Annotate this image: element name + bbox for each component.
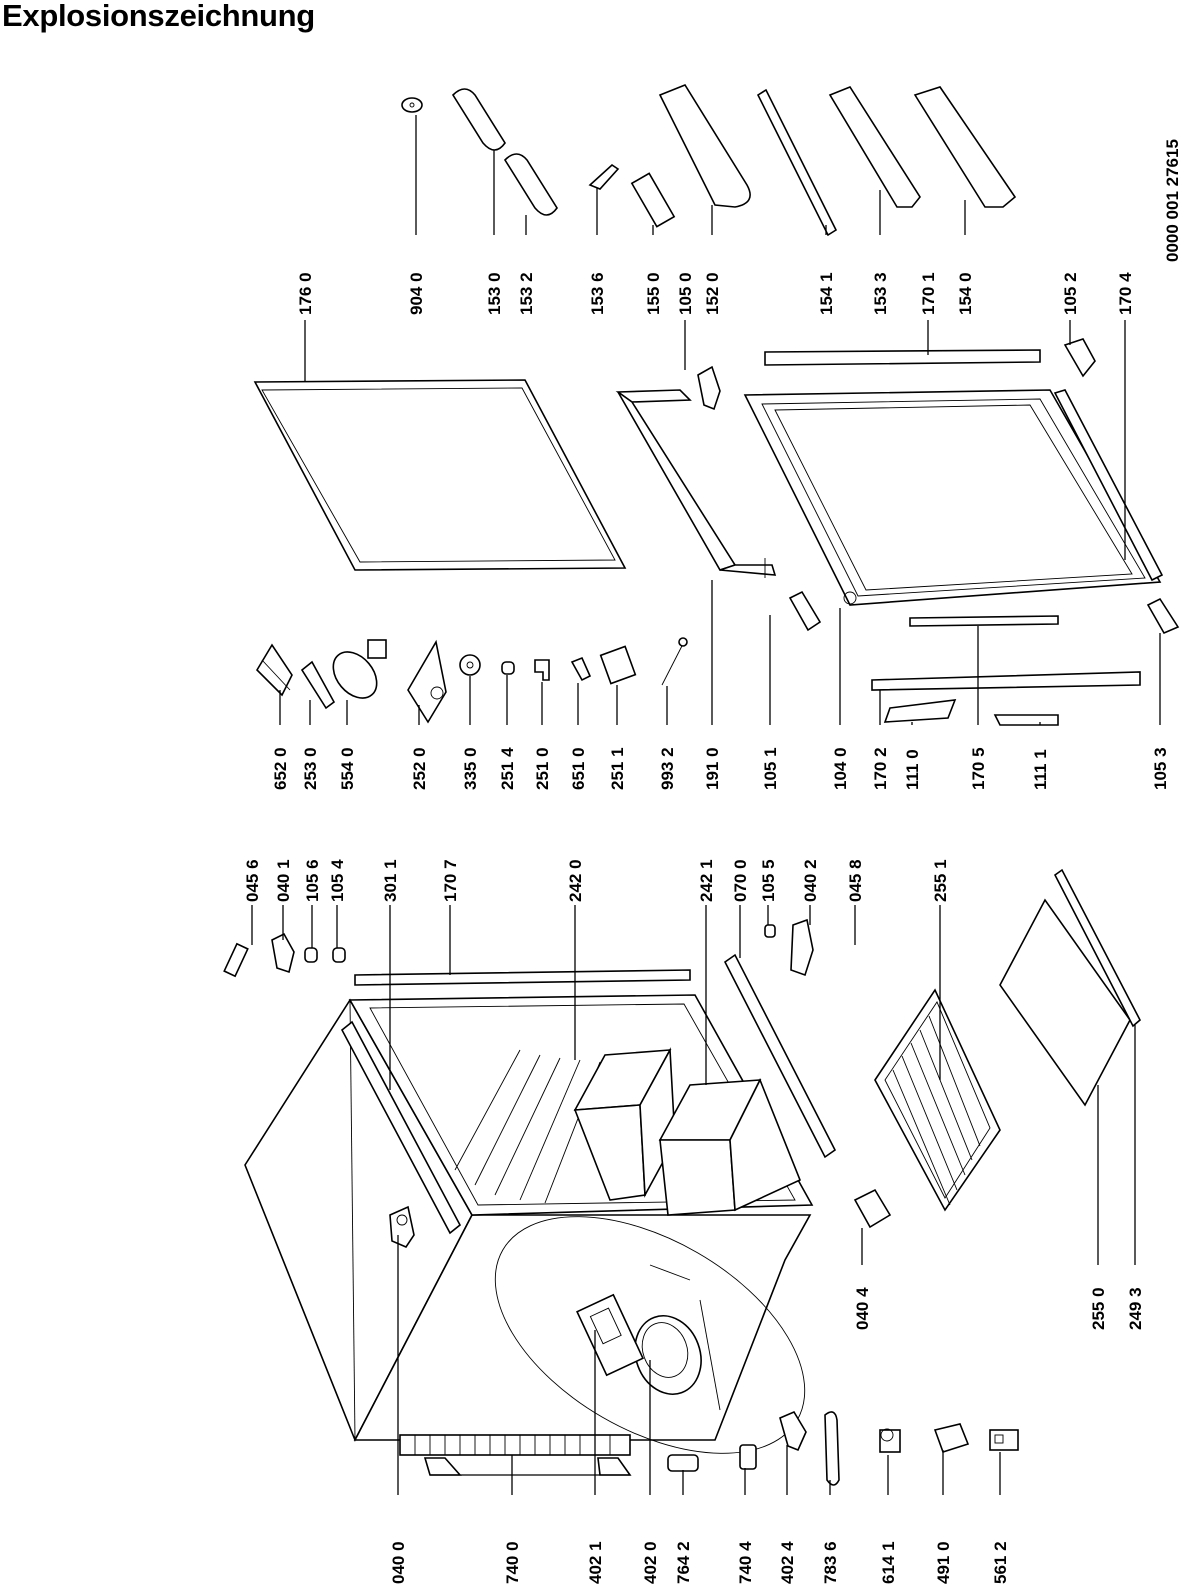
label-105-1: 105 1 xyxy=(761,747,780,790)
small-parts-top xyxy=(223,932,346,978)
label-153-0: 153 0 xyxy=(485,272,504,315)
label-153-3: 153 3 xyxy=(871,272,890,315)
label-652-0: 652 0 xyxy=(271,747,290,790)
label-255-0: 255 0 xyxy=(1089,1287,1108,1330)
label-251-4: 251 4 xyxy=(498,747,517,790)
document-number: 0000 001 27615 xyxy=(1163,139,1182,262)
label-402-4: 402 4 xyxy=(778,1541,797,1584)
label-153-6: 153 6 xyxy=(588,272,607,315)
label-170-1: 170 1 xyxy=(919,272,938,315)
label-154-1: 154 1 xyxy=(817,272,836,315)
door-bin-parts xyxy=(401,84,1017,237)
cover-strip xyxy=(354,969,691,986)
label-249-3: 249 3 xyxy=(1126,1287,1145,1330)
control-parts xyxy=(255,637,688,724)
label-040-1: 040 1 xyxy=(274,859,293,902)
page-title: Explosionszeichnung xyxy=(2,0,315,33)
label-105-6: 105 6 xyxy=(303,859,322,902)
label-740-4: 740 4 xyxy=(736,1541,755,1584)
label-155-0: 155 0 xyxy=(644,272,663,315)
label-170-7: 170 7 xyxy=(441,859,460,902)
label-152-0: 152 0 xyxy=(703,272,722,315)
door-rail-upper xyxy=(764,349,1041,366)
compressor xyxy=(576,1264,721,1411)
label-170-4: 170 4 xyxy=(1116,272,1135,315)
label-740-0: 740 0 xyxy=(503,1541,522,1584)
label-252-0: 252 0 xyxy=(410,747,429,790)
cabinet-body xyxy=(244,994,814,1454)
upper-hinge-parts xyxy=(764,918,814,977)
label-045-6: 045 6 xyxy=(243,859,262,902)
label-402-0: 402 0 xyxy=(641,1541,660,1584)
lower-rails xyxy=(871,615,1141,726)
label-045-8: 045 8 xyxy=(846,859,865,902)
label-561-2: 561 2 xyxy=(991,1541,1010,1584)
label-614-1: 614 1 xyxy=(879,1541,898,1584)
label-105-3: 105 3 xyxy=(1151,747,1170,790)
condenser xyxy=(399,1434,632,1476)
label-335-0: 335 0 xyxy=(461,747,480,790)
label-253-0: 253 0 xyxy=(301,747,320,790)
label-170-5: 170 5 xyxy=(969,747,988,790)
label-764-2: 764 2 xyxy=(674,1541,693,1584)
label-111-0: 111 0 xyxy=(903,749,922,790)
label-105-4: 105 4 xyxy=(328,859,347,902)
label-111-1: 111 1 xyxy=(1031,749,1050,790)
bottom-hinge xyxy=(853,1188,892,1229)
label-904-0: 904 0 xyxy=(407,272,426,315)
label-170-2: 170 2 xyxy=(871,747,890,790)
label-040-4: 040 4 xyxy=(853,1287,872,1330)
door-hinges xyxy=(697,338,1180,635)
label-251-0: 251 0 xyxy=(533,747,552,790)
part-labels: 040 0 740 0 402 1 402 0 764 2 740 4 402 … xyxy=(243,139,1182,1584)
label-783-6: 783 6 xyxy=(821,1541,840,1584)
label-040-2: 040 2 xyxy=(801,859,820,902)
label-105-5: 105 5 xyxy=(759,859,778,902)
label-105-0: 105 0 xyxy=(676,272,695,315)
label-104-0: 104 0 xyxy=(831,747,850,790)
label-301-1: 301 1 xyxy=(381,859,400,902)
freezer-door-frame xyxy=(615,389,777,578)
label-105-2: 105 2 xyxy=(1061,272,1080,315)
label-255-1: 255 1 xyxy=(931,859,950,902)
glass-shelf-frame xyxy=(1053,868,1142,1028)
label-040-0: 040 0 xyxy=(389,1541,408,1584)
crisper-boxes xyxy=(573,1047,802,1216)
label-176-0: 176 0 xyxy=(296,272,315,315)
label-402-1: 402 1 xyxy=(586,1541,605,1584)
top-cover-plate xyxy=(253,379,627,571)
label-242-0: 242 0 xyxy=(566,859,585,902)
label-491-0: 491 0 xyxy=(934,1541,953,1584)
label-070-0: 070 0 xyxy=(731,859,750,902)
label-554-0: 554 0 xyxy=(338,747,357,790)
leader-lines xyxy=(251,115,1161,1495)
glass-shelf xyxy=(999,898,1131,1107)
door-strip xyxy=(723,953,837,1159)
wire-shelf xyxy=(874,988,1001,1212)
label-251-1: 251 1 xyxy=(608,747,627,790)
label-242-1: 242 1 xyxy=(697,859,716,902)
label-191-0: 191 0 xyxy=(703,747,722,790)
label-153-2: 153 2 xyxy=(517,272,536,315)
door-seal-strip xyxy=(1053,389,1164,582)
label-993-2: 993 2 xyxy=(658,747,677,790)
main-door xyxy=(743,389,1162,606)
label-154-0: 154 0 xyxy=(956,272,975,315)
label-651-0: 651 0 xyxy=(569,747,588,790)
small-parts-bottom xyxy=(667,1410,1019,1486)
